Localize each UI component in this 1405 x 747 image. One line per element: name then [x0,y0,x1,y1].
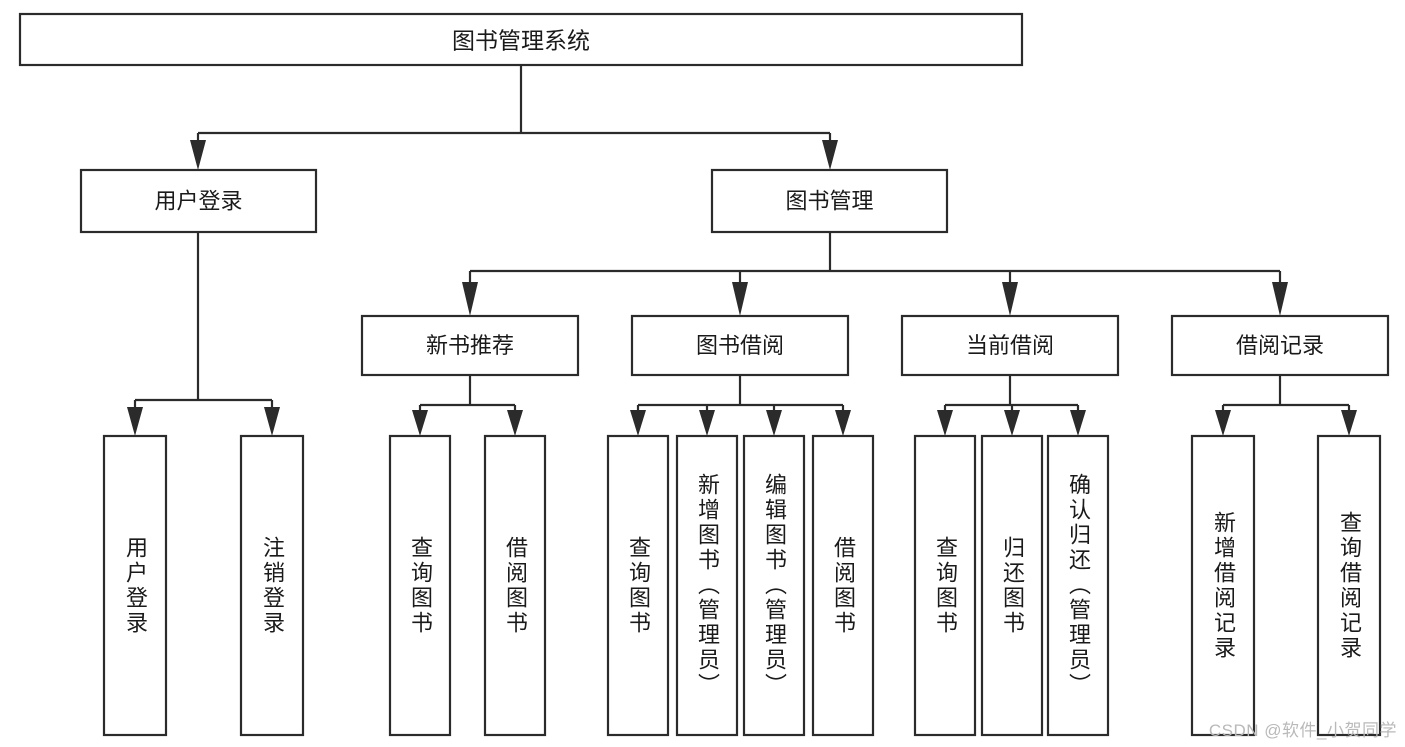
node-leaf-query-borrow-record[interactable] [1316,434,1382,737]
node-leaf-user-login[interactable] [102,434,168,737]
node-leaf-query-book-1[interactable] [388,434,452,737]
node-book-borrow-label: 图书借阅 [696,333,784,358]
node-leaf-query-book-3[interactable] [913,434,977,737]
arrow-head-book-management [822,140,838,170]
node-user-login[interactable] [79,168,318,234]
arrow-head-borrow-record [1272,282,1288,316]
node-book-management-label: 图书管理 [785,189,873,214]
node-new-book-recommend-label: 新书推荐 [426,333,514,358]
arrow-head-leaf-query-book-2 [630,410,646,436]
node-current-borrow-label: 当前借阅 [966,333,1054,358]
arrow-head-book-borrow [732,282,748,316]
node-leaf-edit-book-admin[interactable] [742,434,806,737]
node-layer: 图书管理系统 用户登录 图书管理 新书推荐 图书借阅 当前借阅 借阅记录 [18,12,1390,737]
arrow-head-leaf-edit-book-admin [766,410,782,436]
arrow-head-leaf-add-borrow-record [1215,410,1231,436]
node-user-login-label: 用户登录 [154,189,242,214]
node-new-book-recommend[interactable] [360,314,580,377]
csdn-watermark: CSDN @软件_小贺同学 [1208,721,1397,740]
node-borrow-record[interactable] [1170,314,1390,377]
arrow-head-leaf-query-book-3 [937,410,953,436]
arrow-head-leaf-return-book [1004,410,1020,436]
arrow-head-leaf-query-borrow-record [1341,410,1357,436]
node-root-label: 图书管理系统 [452,28,590,54]
node-leaf-logout[interactable] [239,434,305,737]
arrow-head-leaf-confirm-return-admin [1070,410,1086,436]
node-book-borrow[interactable] [630,314,850,377]
arrow-head-leaf-add-book-admin [699,410,715,436]
node-book-management[interactable] [710,168,949,234]
node-leaf-borrow-book-2[interactable] [811,434,875,737]
arrow-head-leaf-borrow-book-2 [835,410,851,436]
arrow-head-current-borrow [1002,282,1018,316]
arrow-head-leaf-borrow-book-1 [507,410,523,436]
node-root[interactable] [18,12,1024,67]
arrow-head-leaf-user-login [127,407,143,436]
node-current-borrow[interactable] [900,314,1120,377]
arrow-head-leaf-query-book-1 [412,410,428,436]
node-leaf-add-book-admin[interactable] [675,434,739,737]
arrow-head-user-login [190,140,206,170]
node-leaf-return-book[interactable] [980,434,1044,737]
node-leaf-add-borrow-record[interactable] [1190,434,1256,737]
arrow-head-leaf-logout [264,407,280,436]
node-leaf-confirm-return-admin[interactable] [1046,434,1110,737]
node-leaf-query-book-2[interactable] [606,434,670,737]
node-leaf-borrow-book-1[interactable] [483,434,547,737]
node-borrow-record-label: 借阅记录 [1236,333,1324,358]
connector-layer [127,65,1357,436]
arrow-head-new-book-recommend [462,282,478,316]
